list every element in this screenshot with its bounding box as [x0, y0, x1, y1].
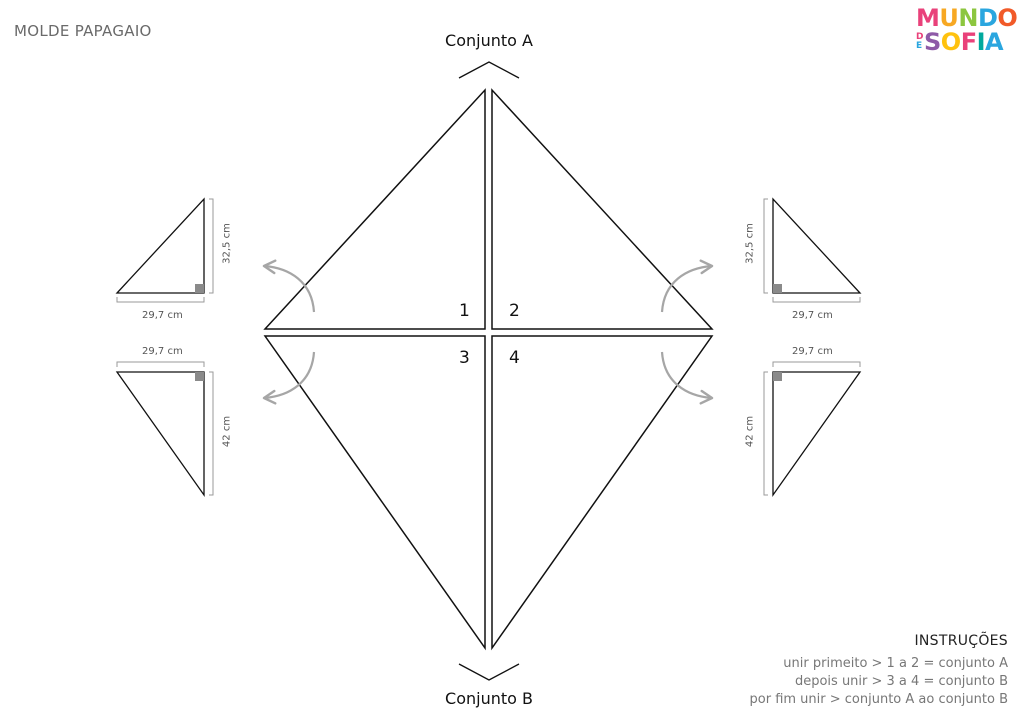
fold-arrow-top-left-icon	[262, 259, 316, 313]
small-triangle-top-left	[115, 197, 205, 294]
dimension-line	[763, 198, 768, 294]
dimension-label-bottom-right-width: 29,7 cm	[792, 346, 833, 357]
kite-piece-3	[263, 335, 486, 651]
dimension-line	[116, 297, 205, 303]
dimension-label-bottom-right-height: 42 cm	[744, 415, 756, 448]
logo-letter: A	[985, 28, 1004, 56]
fold-arrow-top-right-icon	[660, 259, 714, 313]
logo-letter: I	[976, 28, 986, 56]
logo-letter: S	[923, 28, 941, 56]
instruction-line: unir primeito > 1 a 2 = conjunto A	[783, 656, 1008, 671]
piece-number-4: 4	[509, 348, 520, 368]
piece-number-3: 3	[459, 348, 470, 368]
dimension-line	[209, 198, 214, 294]
dimension-label-bottom-left-width: 29,7 cm	[142, 346, 183, 357]
dimension-line	[209, 371, 214, 496]
logo-letter: E	[916, 41, 922, 51]
dimension-line	[763, 371, 768, 496]
piece-number-2: 2	[509, 301, 520, 321]
logo-letter: O	[940, 28, 961, 56]
dimension-label-top-left-width: 29,7 cm	[142, 310, 183, 321]
kite-piece-2	[491, 88, 714, 330]
instruction-line: depois unir > 3 a 4 = conjunto B	[794, 674, 1008, 689]
logo-letter: M	[916, 4, 940, 32]
logo-line-1: MUNDO	[916, 4, 1018, 32]
logo-letter: D	[977, 4, 998, 32]
dimension-label-top-right-width: 29,7 cm	[792, 310, 833, 321]
small-triangle-bottom-left	[115, 371, 205, 498]
set-a-label: Conjunto A	[445, 31, 533, 50]
logo-letter: U	[939, 4, 959, 32]
instruction-line: por fim unir > conjunto A ao conjunto B	[749, 692, 1008, 707]
fold-arrow-bottom-right-icon	[660, 351, 714, 405]
set-b-label: Conjunto B	[445, 689, 533, 708]
right-angle-mark	[195, 372, 204, 381]
dimension-label-bottom-left-height: 42 cm	[221, 415, 233, 448]
kite-piece-1	[263, 88, 486, 330]
logo-letter: O	[997, 4, 1018, 32]
small-triangle-bottom-right	[772, 371, 862, 498]
logo-letter: N	[958, 4, 978, 32]
kite-piece-4	[491, 335, 714, 651]
dimension-label-top-right-height: 32,5 cm	[744, 223, 756, 264]
right-angle-mark	[773, 372, 782, 381]
logo-letter: F	[960, 28, 977, 56]
logo-letter: D	[916, 32, 923, 42]
small-triangle-top-right	[772, 197, 862, 294]
fold-arrow-bottom-left-icon	[262, 351, 316, 405]
dimension-line	[772, 361, 861, 367]
dimension-line	[116, 361, 205, 367]
top-chevron-icon	[458, 61, 520, 79]
dimension-line	[772, 297, 861, 303]
piece-number-1: 1	[459, 301, 470, 321]
page-title: MOLDE PAPAGAIO	[14, 22, 152, 40]
right-angle-mark	[195, 284, 204, 293]
instructions-title: INSTRUÇÕES	[914, 633, 1008, 649]
right-angle-mark	[773, 284, 782, 293]
dimension-label-top-left-height: 32,5 cm	[221, 223, 233, 264]
bottom-chevron-icon	[458, 663, 520, 681]
